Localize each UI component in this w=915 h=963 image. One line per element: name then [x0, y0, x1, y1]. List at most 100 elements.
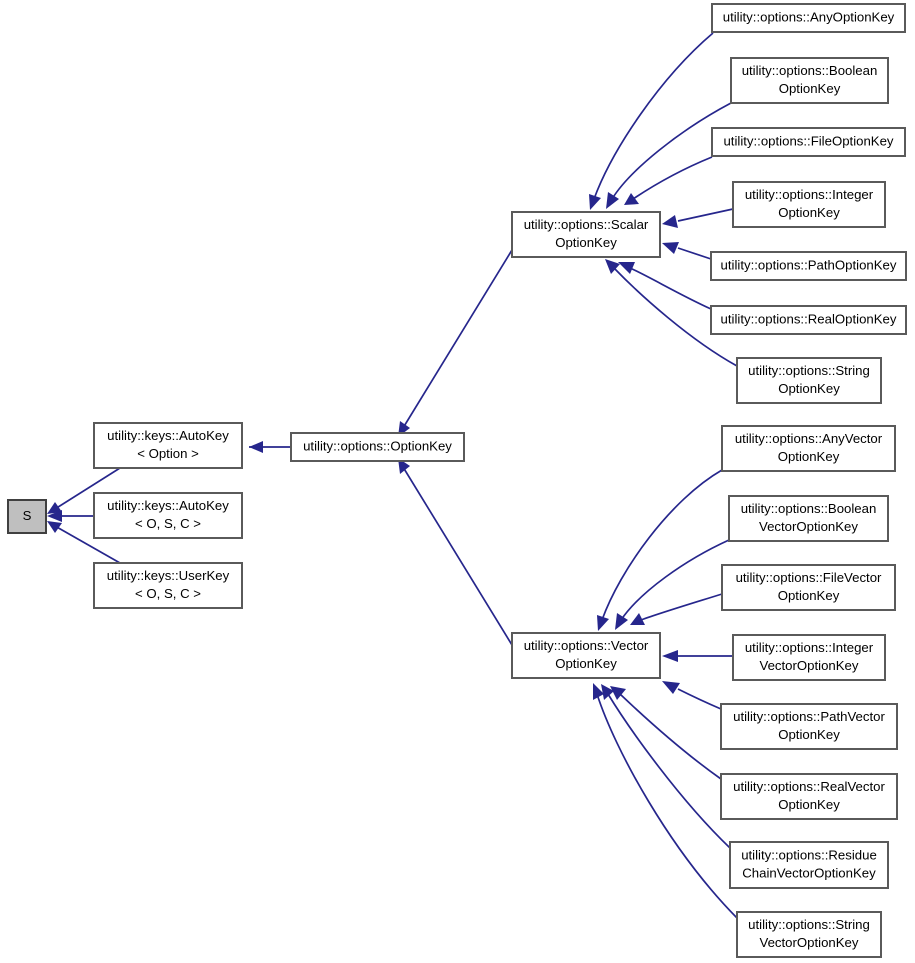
node-label-line: utility::options::String [748, 917, 870, 932]
node-box[interactable] [93, 492, 243, 539]
arrowhead-icon [615, 613, 628, 630]
node-label-line: utility::keys::AutoKey [107, 428, 229, 443]
node-label-line: utility::options::AnyVector [735, 431, 883, 446]
edge-vector-to-optionkey [398, 458, 513, 646]
node-box[interactable] [729, 841, 889, 889]
edge-line [601, 469, 723, 621]
edges-layer [47, 32, 738, 919]
edge-line [54, 467, 121, 510]
edge-line [677, 247, 712, 260]
node-label-line: utility::options::String [748, 363, 870, 378]
node-box[interactable] [736, 357, 882, 404]
node-utility-keys-autokey-option[interactable]: utility::keys::AutoKey< Option > [93, 422, 243, 469]
node-utility-options-fileoptionkey[interactable]: utility::options::FileOptionKey [711, 127, 906, 157]
root-node-s[interactable]: S [7, 499, 47, 534]
node-label-line: OptionKey [779, 81, 841, 96]
node-utility-options-pathoptionkey[interactable]: utility::options::PathOptionKey [710, 251, 907, 281]
node-label-line: utility::keys::UserKey [107, 568, 230, 583]
node-utility-options-realoptionkey[interactable]: utility::options::RealOptionKey [710, 305, 907, 335]
node-label-line: utility::options::PathVector [733, 709, 885, 724]
node-box[interactable] [736, 911, 882, 958]
node-label-line: VectorOptionKey [760, 935, 859, 950]
node-box[interactable] [721, 564, 896, 611]
node-label-line: utility::options::Scalar [524, 217, 649, 232]
node-label-line: < Option > [137, 446, 199, 461]
arrowhead-icon [662, 681, 680, 694]
edge-scalar-to-optionkey [398, 249, 513, 437]
node-utility-options-vectoroptionkey[interactable]: utility::options::VectorOptionKey [511, 632, 661, 679]
arrowhead-icon [589, 194, 601, 210]
node-box[interactable] [720, 773, 898, 820]
node-box[interactable] [511, 211, 661, 258]
edge-line [619, 693, 722, 780]
edge-line [607, 693, 731, 849]
edge-string-to-scalar [605, 259, 738, 367]
node-box[interactable] [720, 703, 898, 750]
node-label-line: utility::options::RealOptionKey [721, 311, 897, 326]
node-label-line: < O, S, C > [135, 516, 201, 531]
node-box[interactable] [730, 57, 889, 104]
arrowhead-icon [605, 259, 620, 274]
node-label-line: utility::options::Boolean [741, 501, 877, 516]
node-utility-options-anyoptionkey[interactable]: utility::options::AnyOptionKey [711, 3, 906, 33]
node-box[interactable] [728, 495, 889, 542]
node-box[interactable] [7, 499, 47, 534]
node-utility-options-residuechainvectoroptionkey[interactable]: utility::options::ResidueChainVectorOpti… [729, 841, 889, 889]
node-label-line: OptionKey [778, 449, 840, 464]
edge-line [402, 249, 513, 429]
node-box[interactable] [710, 305, 907, 335]
arrowhead-icon [662, 650, 678, 662]
node-label-line: ChainVectorOptionKey [742, 865, 876, 880]
arrowhead-icon [662, 215, 678, 228]
arrowhead-icon [618, 262, 635, 274]
node-box[interactable] [290, 432, 465, 462]
arrowhead-icon [47, 521, 62, 533]
node-box[interactable] [732, 634, 886, 681]
node-utility-keys-autokey-osc[interactable]: utility::keys::AutoKey< O, S, C > [93, 492, 243, 539]
edge-file-to-scalar [624, 156, 713, 205]
node-label-line: OptionKey [778, 797, 840, 812]
node-box[interactable] [511, 632, 661, 679]
node-label-line: utility::options::FileVector [736, 570, 882, 585]
edge-line [593, 32, 714, 200]
node-label-line: utility::options::RealVector [733, 779, 885, 794]
node-box[interactable] [732, 181, 886, 228]
edge-line [632, 156, 713, 200]
edge-line [402, 466, 513, 646]
node-box[interactable] [711, 127, 906, 157]
arrowhead-icon [47, 510, 62, 522]
node-box[interactable] [93, 422, 243, 469]
node-box[interactable] [711, 3, 906, 33]
edge-filevec-to-vector [630, 593, 723, 625]
node-label-line: utility::options::Boolean [742, 63, 878, 78]
node-box[interactable] [93, 562, 243, 609]
node-label-line: OptionKey [778, 727, 840, 742]
arrowhead-icon [47, 502, 62, 514]
node-label-line: utility::options::Vector [524, 638, 649, 653]
node-label-line: OptionKey [555, 656, 617, 671]
edge-line [596, 693, 738, 919]
node-box[interactable] [721, 425, 896, 472]
node-box[interactable] [710, 251, 907, 281]
node-label-line: VectorOptionKey [760, 658, 859, 673]
node-utility-keys-userkey-osc[interactable]: utility::keys::UserKey< O, S, C > [93, 562, 243, 609]
edge-line [611, 102, 732, 200]
edge-boolean-to-scalar [606, 102, 732, 209]
node-utility-options-optionkey[interactable]: utility::options::OptionKey [290, 432, 465, 462]
edge-line [613, 267, 738, 367]
arrowhead-icon [630, 613, 645, 625]
edge-pathvec-to-vector [662, 681, 722, 710]
